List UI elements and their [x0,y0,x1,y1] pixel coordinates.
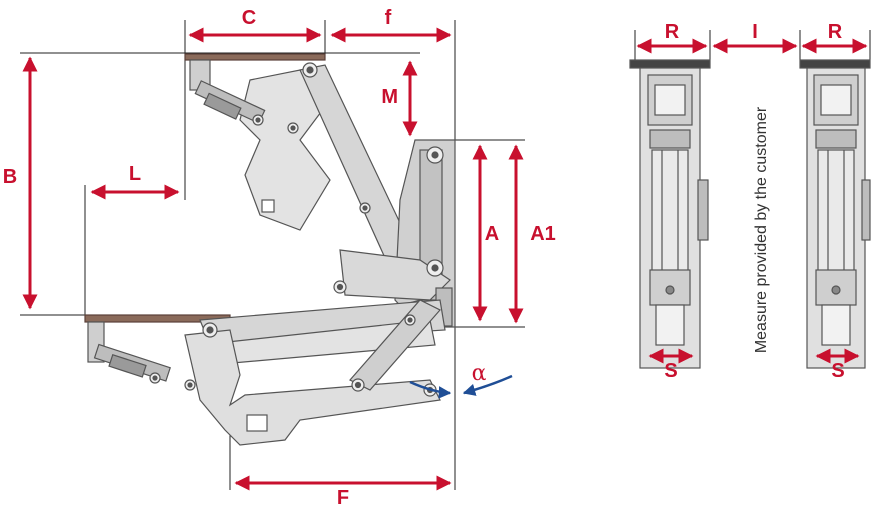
dim-label-l: L [129,163,141,185]
dim-label-s-left: S [664,360,677,382]
dim-label-a1: A1 [530,223,556,245]
dimension-arrows [22,27,868,491]
angle-arrows [409,374,513,399]
customer-measure-note: Measure provided by the customer [753,106,770,353]
dim-label-b: B [3,166,17,188]
dim-label-f-upper: F [337,487,349,506]
mechanism-side-view [184,53,456,341]
dim-label-a: A [485,223,499,245]
dim-label-c: C [242,7,256,29]
dim-label-i: I [752,21,758,43]
mechanism-open-view [84,299,446,446]
dim-label-r-right: R [828,21,843,43]
dim-label-m: M [381,86,398,108]
dim-label-s-right: S [831,360,844,382]
fitting-front-view [629,59,871,369]
angle-label-alpha: α [472,361,487,386]
dim-label-f: f [385,7,392,29]
dim-label-r-left: R [665,21,680,43]
